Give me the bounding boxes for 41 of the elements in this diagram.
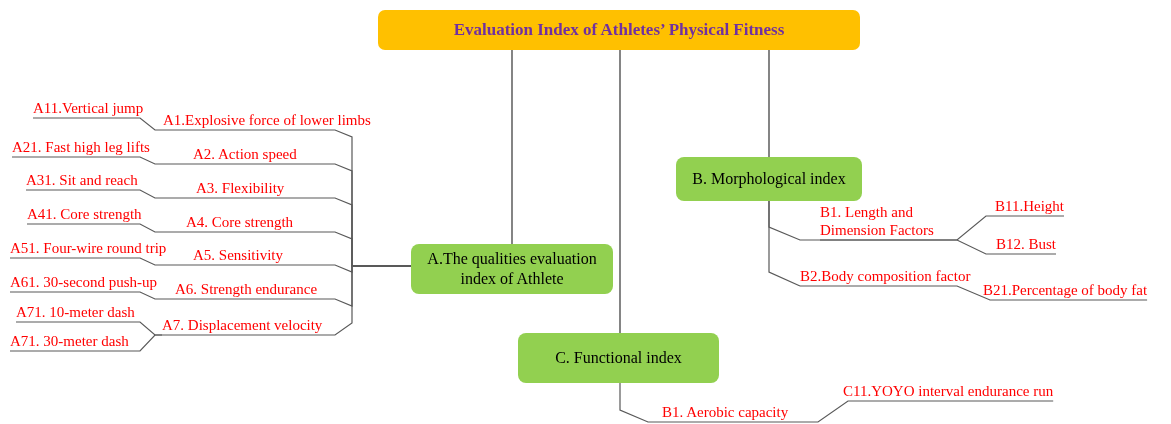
index-label: A21. Fast high leg lifts (12, 138, 150, 156)
connector-line (9, 291, 176, 300)
index-label: A51. Four-wire round trip (10, 239, 167, 257)
index-label: C11.YOYO interval endurance run (843, 382, 1054, 400)
connector-line (9, 257, 194, 266)
index-label: A3. Flexibility (196, 179, 285, 197)
index-label: A7. Displacement velocity (162, 316, 323, 334)
index-label: A61. 30-second push-up (10, 273, 158, 291)
index-label: B2.Body composition factor (800, 267, 971, 285)
index-label: B1. Length and Dimension Factors (820, 203, 955, 239)
connector-line (32, 117, 164, 131)
index-label: A2. Action speed (193, 145, 297, 163)
connector-line (819, 239, 1057, 255)
index-label: A1.Explosive force of lower limbs (163, 111, 371, 129)
connector-line (799, 285, 1148, 301)
category-box: C. Functional index (518, 333, 719, 383)
index-label: B12. Bust (996, 235, 1056, 253)
connector-line (511, 49, 513, 245)
connector-line (619, 382, 663, 423)
title-box: Evaluation Index of Athletes’ Physical Fitness (378, 10, 860, 50)
connector-line (11, 156, 194, 165)
connector-line (9, 334, 163, 352)
index-label: B11.Height (995, 197, 1065, 215)
connector-line (619, 49, 621, 334)
index-label: A6. Strength endurance (175, 280, 318, 298)
index-label: A41. Core strength (27, 205, 142, 223)
connector-line (25, 189, 197, 199)
category-box: B. Morphological index (676, 157, 862, 201)
index-label: A31. Sit and reach (26, 171, 138, 189)
index-label: A11.Vertical jump (33, 99, 144, 117)
index-label: A5. Sensitivity (193, 246, 283, 264)
category-box: A.The qualities evaluation index of Athlete (411, 244, 613, 294)
index-label: B1. Aerobic capacity (662, 403, 789, 421)
index-label: B21.Percentage of body fat (983, 281, 1148, 299)
connector-line (661, 400, 1054, 423)
connector-line (768, 49, 770, 158)
connector-line (26, 223, 187, 233)
connector-line (768, 200, 801, 287)
index-label: A71. 30-meter dash (10, 332, 129, 350)
index-label: A71. 10-meter dash (16, 303, 135, 321)
index-label: A4. Core strength (186, 213, 294, 231)
